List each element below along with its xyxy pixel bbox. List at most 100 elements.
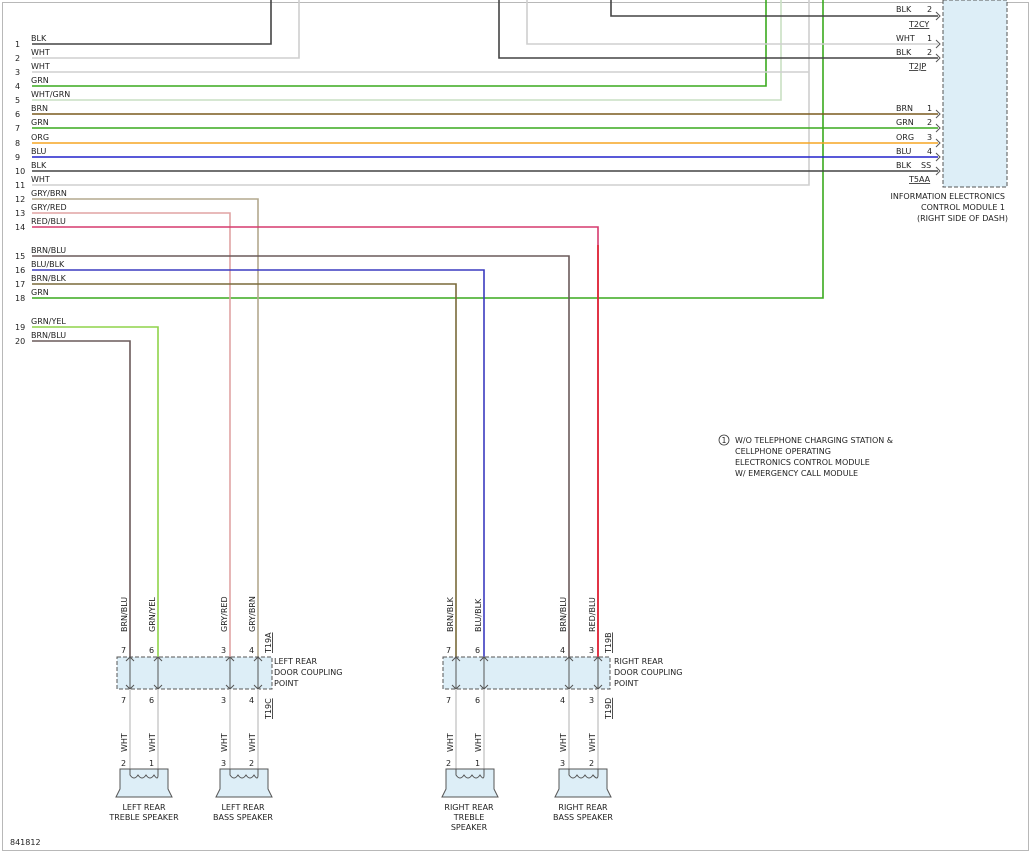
wire-label: BRN/BLK <box>31 274 67 283</box>
footnote-line: W/O TELEPHONE CHARGING STATION & <box>735 436 893 445</box>
left-rear-coupling: BRN/BLU GRN/YEL GRY/RED GRY/BRN 7 6 3 4 … <box>116 596 342 720</box>
speaker-pin-number: 2 <box>121 759 126 768</box>
speaker-pin-number: 3 <box>560 759 565 768</box>
wire-label: WHT/GRN <box>31 90 70 99</box>
wire-label: WHT <box>31 62 50 71</box>
pin-wire-label: ORG <box>896 133 914 142</box>
wire-16 <box>32 269 485 657</box>
riser-wire-5 <box>32 0 782 101</box>
wire-num: 2 <box>15 54 20 63</box>
wire-19 <box>32 326 159 657</box>
pin-wire-label: BRN <box>896 104 913 113</box>
wire-t2jp-wht <box>526 0 938 45</box>
coupling-label-line: DOOR COUPLING <box>614 668 682 677</box>
lower-wire-label: WHT <box>148 733 157 752</box>
module-pin-labels: BLK 2 T2CY WHT 1 BLK 2 T2JP BRN 1 GRN 2 … <box>896 5 932 184</box>
speaker-coil <box>568 769 599 779</box>
speaker-icon <box>215 768 273 798</box>
speaker-icon <box>115 768 173 798</box>
pin-wire-label: BLU <box>896 147 912 156</box>
wire-num: 6 <box>15 110 20 119</box>
coupling-wire-label: GRN/YEL <box>148 597 157 632</box>
lower-wire-labels: WHT WHT WHT WHT WHT WHT WHT WHT <box>120 733 597 752</box>
lower-wire-label: WHT <box>120 733 129 752</box>
wire-label: GRN <box>31 118 49 127</box>
coupling-id-bottom: T19C <box>264 698 273 720</box>
left-rear-treble-speaker: 2 1 LEFT REAR TREBLE SPEAKER <box>108 759 179 822</box>
footnote: 1 W/O TELEPHONE CHARGING STATION & CELLP… <box>718 434 893 478</box>
riser-wire-4 <box>32 0 767 87</box>
speaker-coil <box>229 769 259 779</box>
coupling-label-line: POINT <box>614 679 638 688</box>
riser-wire-1 <box>32 0 272 45</box>
pin-number: 2 <box>927 5 932 14</box>
wire-num: 14 <box>15 223 25 232</box>
connector-id-t2cy: T2CY <box>908 20 929 29</box>
pin-number: 2 <box>927 118 932 127</box>
footnote-line: W/ EMERGENCY CALL MODULE <box>735 469 858 478</box>
lower-wire-label: WHT <box>446 733 455 752</box>
module-label-line: INFORMATION ELECTRONICS <box>890 192 1005 201</box>
pin-number: 1 <box>927 34 932 43</box>
left-wire-labels: 1 BLK 2 WHT 3 WHT 4 GRN 5 WHT/GRN 6 BRN … <box>15 34 70 346</box>
wire-num: 12 <box>15 195 25 204</box>
coupling-pin-number: 4 <box>560 696 565 705</box>
speaker-pin-number: 1 <box>149 759 154 768</box>
coupling-pin-number: 4 <box>249 646 254 655</box>
coupling-wire-label: BRN/BLU <box>120 597 129 632</box>
coupling-pin-number: 6 <box>149 646 154 655</box>
wire-label: GRN/YEL <box>31 317 66 326</box>
lower-wire-label: WHT <box>474 733 483 752</box>
coupling-wire-label: RED/BLU <box>588 597 597 632</box>
lower-wire-label: WHT <box>248 733 257 752</box>
wire-label: GRN <box>31 76 49 85</box>
speaker-icon <box>554 768 612 798</box>
coupling-id-top: T19A <box>264 632 273 654</box>
wire-num: 15 <box>15 252 25 261</box>
wire-num: 10 <box>15 167 25 176</box>
right-coupling-box <box>442 656 611 690</box>
speaker-label-line: TREBLE <box>453 813 485 822</box>
pin-wire-label: BLK <box>896 5 912 14</box>
speaker-label-line: TREBLE SPEAKER <box>108 813 179 822</box>
wire-num: 7 <box>15 124 20 133</box>
coupling-label-line: RIGHT REAR <box>614 657 664 666</box>
wire-label: BRN/BLU <box>31 331 66 340</box>
wire-num: 5 <box>15 96 20 105</box>
wire-label: BLU/BLK <box>31 260 65 269</box>
wire-label: WHT <box>31 48 50 57</box>
footnote-line: ELECTRONICS CONTROL MODULE <box>735 458 870 467</box>
wire-num: 17 <box>15 280 25 289</box>
wire-14 <box>32 226 599 657</box>
pin-wire-label: BLK <box>896 161 912 170</box>
wire-num: 9 <box>15 153 20 162</box>
wire-num: 16 <box>15 266 25 275</box>
module-label: INFORMATION ELECTRONICS CONTROL MODULE 1… <box>890 192 1008 223</box>
speaker-pin-number: 3 <box>221 759 226 768</box>
footnote-line: CELLPHONE OPERATING <box>735 447 831 456</box>
coupling-pin-number: 7 <box>121 646 126 655</box>
coupling-id-top: T19B <box>604 632 613 654</box>
wire-num: 1 <box>15 40 20 49</box>
wire-17 <box>32 283 457 657</box>
speaker-pin-number: 2 <box>446 759 451 768</box>
coupling-wire-label: GRY/RED <box>220 596 229 632</box>
wire-num: 4 <box>15 82 20 91</box>
lower-wire-label: WHT <box>588 733 597 752</box>
figure-number: 841812 <box>10 838 41 847</box>
footnote-marker-circle <box>718 434 730 446</box>
wire-num: 8 <box>15 139 20 148</box>
speaker-icon <box>441 768 499 798</box>
pin-number: 2 <box>927 48 932 57</box>
wire-num: 11 <box>15 181 25 190</box>
pin-wire-label: BLK <box>896 48 912 57</box>
wire-label: GRY/RED <box>31 203 67 212</box>
pin-number: SS <box>921 161 931 170</box>
left-rear-bass-speaker: 3 2 LEFT REAR BASS SPEAKER <box>213 759 273 822</box>
wire-num: 13 <box>15 209 25 218</box>
coupling-pin-number: 7 <box>446 646 451 655</box>
speaker-label-line: RIGHT REAR <box>558 803 608 812</box>
coupling-wire-label: BLU/BLK <box>474 598 483 632</box>
wire-label: WHT <box>31 175 50 184</box>
